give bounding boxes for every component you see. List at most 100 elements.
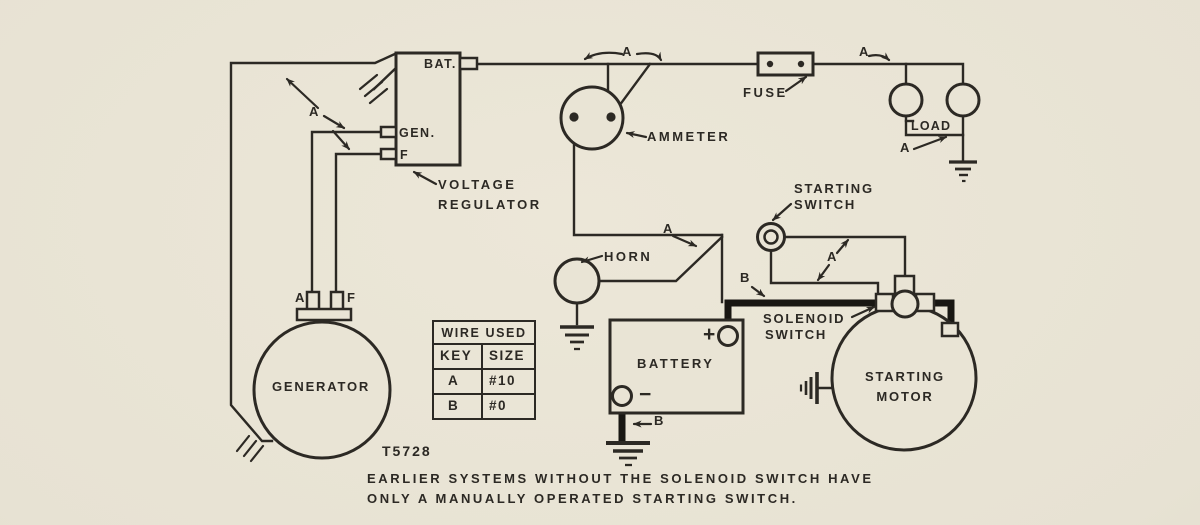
load-lamps xyxy=(888,82,981,118)
ammeter-right-post xyxy=(606,112,616,122)
wire-key-a-regulator: A xyxy=(309,104,319,119)
arrow-fuse-label xyxy=(784,75,808,93)
wire-switch-to-solenoid-top xyxy=(782,235,907,280)
f-terminal-label: F xyxy=(400,148,410,162)
wire-table-row-a-size: #10 xyxy=(481,368,534,393)
wire-f-terminal-to-field xyxy=(334,152,384,294)
battery-label: BATTERY xyxy=(637,356,715,371)
gen-terminal-stub xyxy=(379,125,398,139)
fuse xyxy=(756,51,815,77)
gen-terminal-label: GEN. xyxy=(399,126,436,140)
battery-minus-sign: − xyxy=(639,383,652,406)
load-lamp-right xyxy=(945,82,981,118)
starting-motor-label-line2: MOTOR xyxy=(876,389,934,404)
horn-body xyxy=(553,257,601,305)
voltage-regulator-label-line1: VOLTAGE xyxy=(438,177,517,192)
wire-table-header-size: SIZE xyxy=(481,345,534,368)
voltage-regulator-box xyxy=(394,51,462,167)
generator-post-f-label: F xyxy=(347,290,355,305)
ground-icon-battery xyxy=(606,441,650,467)
arrow-solenoid-label xyxy=(850,305,876,319)
cable-solenoid-to-motor xyxy=(929,299,955,328)
starting-switch-inner xyxy=(763,229,779,245)
arrow-a-switch-top-wire xyxy=(835,238,850,255)
battery-negative-post xyxy=(611,385,633,407)
solenoid-left-terminal xyxy=(874,292,895,313)
arrow-ammeter-label xyxy=(625,131,648,139)
wire-switch-to-solenoid-side xyxy=(769,248,880,296)
arrow-voltage-regulator-label xyxy=(412,170,438,186)
solenoid-switch-body xyxy=(890,289,920,319)
generator-post-a xyxy=(305,290,321,312)
wire-gauge-table: WIRE USED KEY SIZE A #10 B #0 xyxy=(432,320,536,420)
wire-table-row-a-key: A xyxy=(434,368,481,393)
ammeter-left-post xyxy=(569,112,579,122)
ground-icon-generator xyxy=(235,434,265,463)
wire-table-row-b-size: #0 xyxy=(481,393,534,418)
wire-fuse-to-load xyxy=(811,62,965,86)
solenoid-switch-label-line1: SOLENOID xyxy=(763,311,846,326)
load-label: LOAD xyxy=(911,119,952,133)
wire-table-header-key: KEY xyxy=(440,348,473,363)
bat-terminal-label: BAT. xyxy=(424,57,457,71)
motor-input-terminal xyxy=(940,321,960,338)
voltage-regulator-label-line2: REGULATOR xyxy=(438,197,542,212)
wire-key-a-switch: A xyxy=(827,249,837,264)
arrow-starting-switch-label xyxy=(771,202,793,222)
fuse-right-post xyxy=(797,60,805,68)
arrow-a-load-wire-top xyxy=(867,52,891,62)
generator-body xyxy=(252,320,392,460)
generator-post-f xyxy=(329,290,345,312)
generator-post-a-label: A xyxy=(295,290,305,305)
fuse-left-post xyxy=(766,60,774,68)
f-terminal-stub xyxy=(379,147,398,161)
wire-key-a-ammeter: A xyxy=(622,44,632,59)
battery-plus-sign: + xyxy=(703,323,716,346)
fuse-body xyxy=(756,51,815,77)
starting-switch-label-line1: STARTING xyxy=(794,181,874,196)
load-bottom-bus xyxy=(904,114,965,137)
ground-icon-horn xyxy=(560,325,594,351)
generator xyxy=(252,290,392,460)
bat-terminal-stub xyxy=(458,56,479,71)
ground-icon-starting-motor xyxy=(799,372,819,404)
starting-switch xyxy=(756,222,786,252)
ammeter xyxy=(559,85,625,151)
solenoid-switch-label-line2: SWITCH xyxy=(765,327,828,342)
wire-horn-to-junction xyxy=(597,235,724,283)
callout-arrows xyxy=(285,51,948,428)
arrow-a-load-wire-bottom xyxy=(912,135,948,151)
load-lamp-left xyxy=(888,82,924,118)
wire-key-a-horn: A xyxy=(663,221,673,236)
wire-gen-terminal-to-armature xyxy=(310,130,384,294)
arrow-b-positive-cable xyxy=(750,285,766,298)
horn xyxy=(553,257,601,305)
wire-key-a-load-bottom: A xyxy=(900,140,910,155)
ground-icon-load xyxy=(949,160,977,183)
arrow-a-ammeter-left xyxy=(583,51,624,61)
fuse-label: FUSE xyxy=(743,85,788,100)
arrow-a-switch-bottom-wire xyxy=(816,263,831,282)
starting-motor-label-line1: STARTING xyxy=(865,369,945,384)
caption-line2: ONLY A MANUALLY OPERATED STARTING SWITCH… xyxy=(367,491,798,506)
wire-key-b-negative: B xyxy=(654,413,664,428)
wire-key-a-load-top: A xyxy=(859,44,869,59)
wire-table-title: WIRE USED xyxy=(434,322,534,345)
arrow-a-ammeter-right xyxy=(635,51,663,62)
ground-icon-regulator xyxy=(358,73,389,105)
arrow-a-horn-junction-wire xyxy=(671,234,698,248)
battery-positive-post xyxy=(717,325,739,347)
caption-line1: EARLIER SYSTEMS WITHOUT THE SOLENOID SWI… xyxy=(367,471,874,486)
starting-motor xyxy=(830,274,978,452)
wire-key-b-positive: B xyxy=(740,270,750,285)
generator-label: GENERATOR xyxy=(272,379,371,394)
arrow-horn-label xyxy=(580,254,604,264)
starting-switch-label-line2: SWITCH xyxy=(794,197,857,212)
figure-number: T5728 xyxy=(382,443,432,459)
arrow-a-to-f-wire xyxy=(331,129,351,151)
arrow-a-to-top-wire xyxy=(285,77,320,110)
wire-table-row-b-key: B xyxy=(434,393,481,418)
horn-label: HORN xyxy=(604,249,653,264)
